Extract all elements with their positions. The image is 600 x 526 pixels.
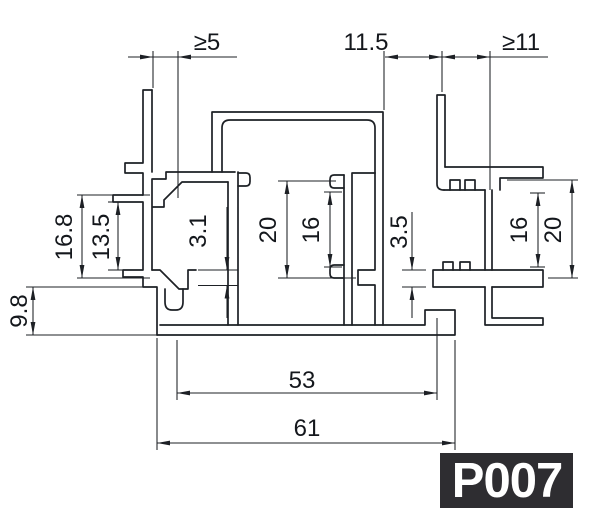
dim-right-lip-label: 3.5 — [386, 215, 413, 248]
dim-center-outer-label: 20 — [255, 217, 282, 244]
extension-lines — [26, 51, 578, 450]
part-code-badge: P007 — [440, 453, 573, 508]
dim-glass-gap-label: ≥5 — [194, 29, 221, 56]
dim-clearance-label: ≥11 — [502, 29, 540, 56]
dim-base-height-label: 9.8 — [6, 294, 33, 327]
dim-left-lip-label: 3.1 — [185, 214, 212, 247]
dim-right-opening-label: 16 — [506, 217, 533, 244]
dim-overall-width-label: 61 — [294, 415, 321, 442]
dim-left-outer-label: 16.8 — [51, 214, 78, 261]
part-code-label: P007 — [452, 454, 562, 508]
dimension-labels: ≥5 11.5 ≥11 16.8 13.5 9.8 3.1 20 16 3.5 … — [6, 29, 567, 442]
dimension-arrowheads — [30, 54, 575, 446]
dim-right-outer-label: 20 — [540, 217, 567, 244]
dim-channel-width-label: 11.5 — [344, 29, 389, 56]
part-code-badge-background — [440, 453, 573, 508]
dim-center-opening-label: 16 — [298, 217, 325, 244]
dim-left-opening-label: 13.5 — [88, 214, 115, 261]
dim-inner-width-label: 53 — [289, 367, 316, 394]
